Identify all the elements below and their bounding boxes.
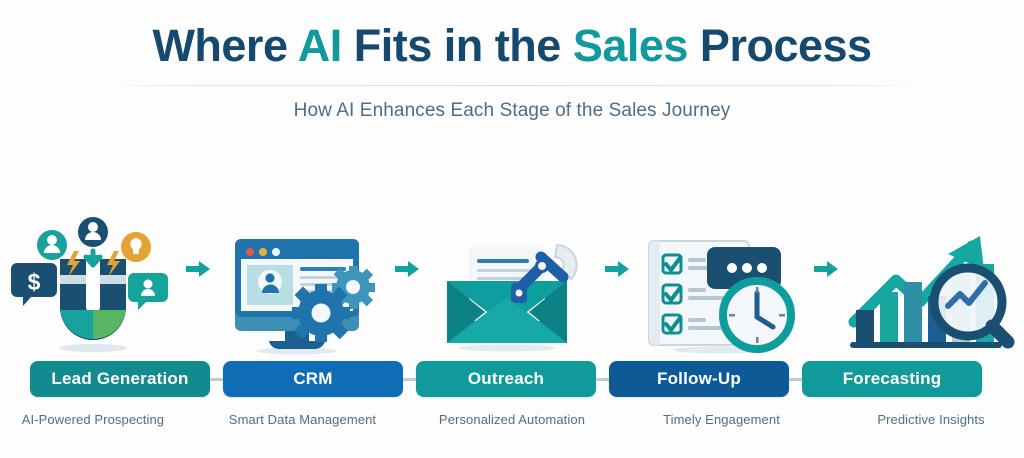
connector-4 xyxy=(789,377,802,381)
caption-gap-2 xyxy=(395,412,419,427)
connector-1 xyxy=(210,377,223,381)
caption-lead-generation: AI-Powered Prospecting xyxy=(21,412,165,427)
title-segment-where: Where xyxy=(152,20,298,71)
title-divider xyxy=(97,84,927,86)
caption-outreach: Personalized Automation xyxy=(438,412,586,427)
bar-chart-magnifier-icon xyxy=(848,236,1015,349)
title-accent-sales: Sales xyxy=(572,20,689,71)
magnet-leads-icon: $ xyxy=(10,217,168,352)
envelope-robot-arm-icon xyxy=(447,243,579,352)
stage-badges-row: Lead Generation CRM Outreach Follow-Up F… xyxy=(0,361,1024,397)
caption-gap-3 xyxy=(605,412,629,427)
icon-cell-forecasting xyxy=(838,205,1024,355)
svg-text:$: $ xyxy=(27,269,40,295)
caption-forecasting: Predictive Insights xyxy=(877,412,985,427)
caption-gap-4 xyxy=(814,412,838,427)
connector-2 xyxy=(403,377,416,381)
stage-badge-outreach[interactable]: Outreach xyxy=(416,361,596,397)
arrow-right-icon xyxy=(604,261,629,277)
title-accent-ai: AI xyxy=(297,20,343,71)
stage-badge-crm[interactable]: CRM xyxy=(223,361,403,397)
checklist-clock-chat-icon xyxy=(647,240,795,354)
flow-arrow-2 xyxy=(395,205,420,355)
page-subtitle: How AI Enhances Each Stage of the Sales … xyxy=(293,99,731,121)
connector-3 xyxy=(596,377,609,381)
caption-crm: Smart Data Management xyxy=(228,412,377,427)
stage-badge-lead-generation[interactable]: Lead Generation xyxy=(30,361,210,397)
stage-badge-forecasting[interactable]: Forecasting xyxy=(802,361,982,397)
stage-badge-follow-up[interactable]: Follow-Up xyxy=(609,361,789,397)
arrow-right-icon xyxy=(814,261,839,277)
arrow-right-icon xyxy=(185,261,210,277)
stage-captions-row: AI-Powered Prospecting Smart Data Manage… xyxy=(0,412,1024,427)
title-segment-fits: Fits in the xyxy=(341,20,573,71)
arrow-right-icon xyxy=(395,261,420,277)
title-segment-process: Process xyxy=(687,20,872,71)
flow-arrow-3 xyxy=(604,205,629,355)
caption-follow-up: Timely Engagement xyxy=(663,412,780,427)
icon-cell-crm xyxy=(210,205,396,355)
icon-cell-outreach xyxy=(419,205,605,355)
stage-icons-row: $ xyxy=(0,205,1024,355)
icon-cell-lead-generation: $ xyxy=(0,205,186,355)
caption-gap-1 xyxy=(186,412,210,427)
flow-arrow-1 xyxy=(185,205,210,355)
page-title: Where AI Fits in the Sales Process xyxy=(0,20,1024,71)
header: Where AI Fits in the Sales Process How A… xyxy=(0,0,1024,122)
monitor-gears-icon xyxy=(235,239,376,355)
flow-arrow-4 xyxy=(814,205,839,355)
icon-cell-follow-up xyxy=(629,205,815,355)
